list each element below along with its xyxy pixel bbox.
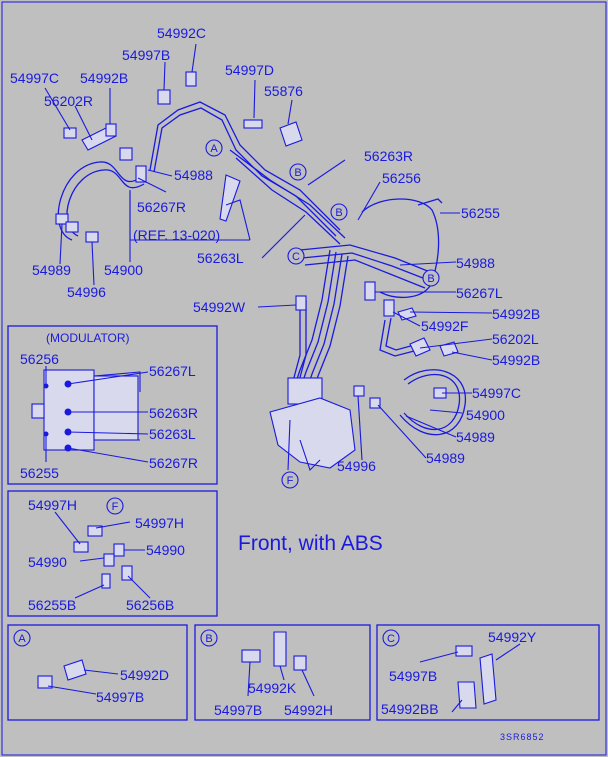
c-label-54992Y: 54992Y (488, 629, 537, 645)
callout-b-main-3: B (427, 273, 434, 285)
detail-f-box: F 54997H 54997H 54990 54990 56255B 56256… (7, 490, 218, 617)
callout-f-main: F (287, 475, 294, 487)
label-56202R: 56202R (44, 93, 93, 109)
label-54989-right-1: 54989 (456, 429, 495, 445)
label-56263L: 56263L (197, 250, 244, 266)
label-54997C-topleft: 54997C (10, 70, 59, 86)
label-54997C-right: 54997C (472, 385, 521, 401)
modulator-box: (MODULATOR) 56256 56255 56267L 56263R 56… (7, 325, 218, 485)
callout-b-main-2: B (335, 207, 342, 219)
label-56267R: 56267R (137, 199, 186, 215)
callout-a-circle (205, 139, 223, 157)
detail-c-box: C 54992Y 54997B 54992BB (376, 624, 600, 721)
label-54900-right: 54900 (466, 407, 505, 423)
label-55876: 55876 (264, 83, 303, 99)
f-label-56255B: 56255B (28, 597, 76, 613)
label-54992C: 54992C (157, 25, 206, 41)
f-label-56256B: 56256B (126, 597, 174, 613)
label-56256: 56256 (382, 170, 421, 186)
mod-label-56255: 56255 (20, 465, 59, 481)
mod-label-56256: 56256 (20, 351, 59, 367)
callout-f-circle (281, 471, 299, 489)
label-54989-right-2: 54989 (426, 450, 465, 466)
callout-b-main-1: B (294, 167, 301, 179)
label-ref-13-020: (REF. 13-020) (133, 227, 220, 243)
detail-a-box: A 54992D 54997B (7, 624, 188, 721)
main-assembly: A B B B C F 54992C 54997B 54997D 55876 5… (10, 25, 540, 489)
f-label-54990-b: 54990 (28, 554, 67, 570)
label-54992B-right-2: 54992B (492, 352, 540, 368)
label-54992B-right-1: 54992B (492, 306, 540, 322)
label-54900-left: 54900 (104, 262, 143, 278)
f-label-54990-a: 54990 (146, 542, 185, 558)
label-54988-a: 54988 (174, 167, 213, 183)
modulator-title: (MODULATOR) (46, 331, 130, 345)
b-label-54992H: 54992H (284, 702, 333, 718)
callout-b-circle-3 (422, 269, 440, 287)
detail-b-box: B 54992K 54997B 54992H (194, 624, 371, 721)
label-56255: 56255 (461, 205, 500, 221)
f-label-54997H-a: 54997H (28, 497, 77, 513)
mod-label-56267L: 56267L (149, 363, 196, 379)
label-56202L: 56202L (492, 331, 539, 347)
callout-b-circle-1 (289, 163, 307, 181)
caption-front-with-abs: Front, with ABS (238, 532, 383, 555)
label-54992B-topleft: 54992B (80, 70, 128, 86)
label-54997B-top: 54997B (122, 47, 170, 63)
label-56263R: 56263R (364, 148, 413, 164)
callout-f-detail: F (112, 501, 119, 513)
callout-c-detail: C (387, 633, 395, 645)
callout-a-detail: A (18, 633, 26, 645)
diagram-code: 3SR6852 (500, 732, 545, 742)
label-54992W: 54992W (193, 299, 246, 315)
label-54996-left: 54996 (67, 284, 106, 300)
mod-label-56263L: 56263L (149, 426, 196, 442)
b-label-54997B: 54997B (214, 702, 262, 718)
b-label-54992K: 54992K (248, 680, 297, 696)
c-label-54997B: 54997B (389, 668, 437, 684)
mod-label-56263R: 56263R (149, 405, 198, 421)
label-54992F: 54992F (421, 318, 468, 334)
label-54988-b: 54988 (456, 255, 495, 271)
callout-c-main: C (292, 251, 300, 263)
a-label-54992D: 54992D (120, 667, 169, 683)
label-56267L: 56267L (456, 285, 503, 301)
callout-a-main: A (210, 143, 218, 155)
label-54989-left: 54989 (32, 262, 71, 278)
label-54996-right: 54996 (337, 458, 376, 474)
label-54997D: 54997D (225, 62, 274, 78)
callout-c-circle (287, 247, 305, 265)
a-label-54997B: 54997B (96, 689, 144, 705)
c-label-54992BB: 54992BB (381, 701, 439, 717)
mod-label-56267R: 56267R (149, 455, 198, 471)
callout-b-circle-2 (330, 203, 348, 221)
f-label-54997H-b: 54997H (135, 515, 184, 531)
callout-b-detail: B (205, 633, 212, 645)
